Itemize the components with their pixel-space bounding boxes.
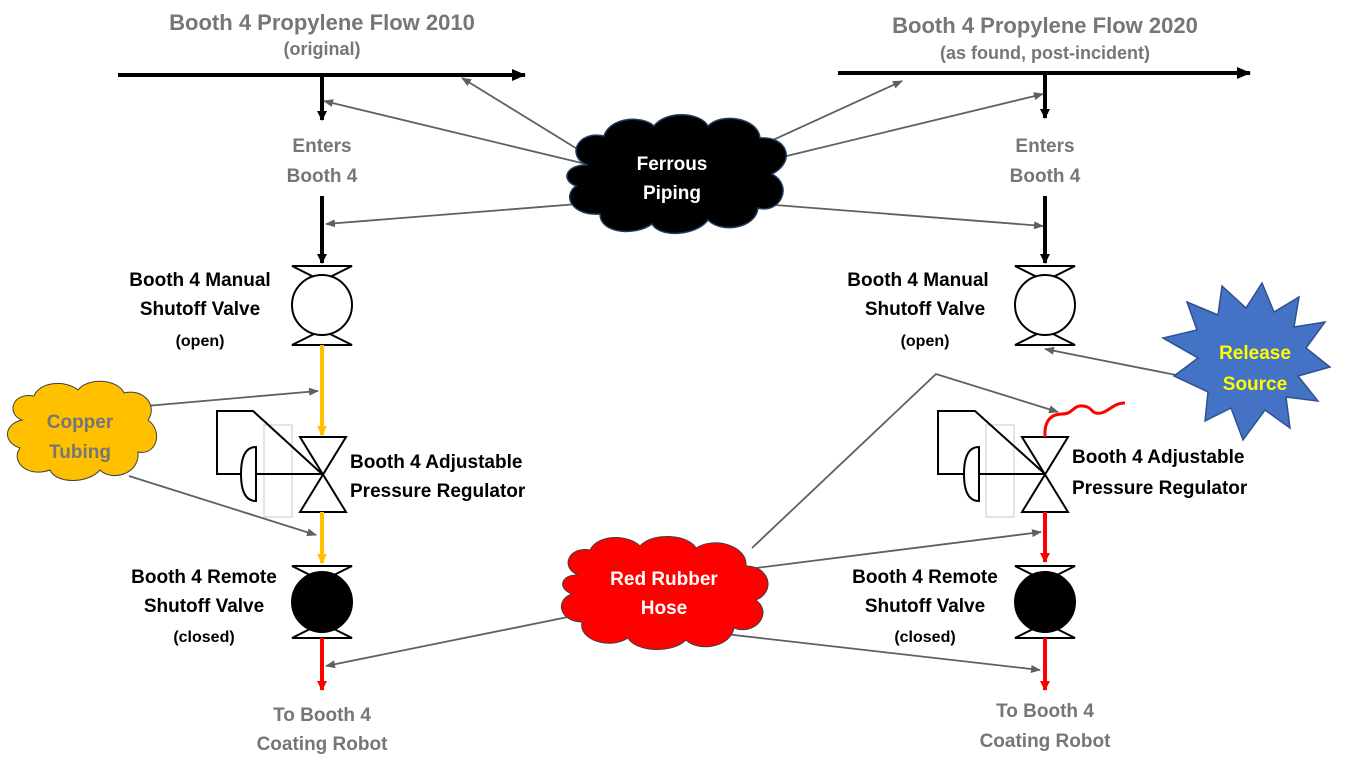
copper-tubing-cloud: Copper Tubing	[7, 380, 158, 481]
right-remote-valve-state: (closed)	[894, 629, 955, 646]
left-manual-valve-state: (open)	[176, 333, 225, 350]
right-regulator-symbol	[937, 410, 1070, 518]
left-remote-valve-label-1: Booth 4 Remote	[131, 567, 277, 588]
left-remote-valve-label-2: Shutoff Valve	[144, 596, 264, 617]
release-source-label-1: Release	[1219, 343, 1291, 364]
right-to-robot-label-1: To Booth 4	[996, 701, 1094, 722]
release-source-label-2: Source	[1223, 374, 1287, 395]
right-title: Booth 4 Propylene Flow 2020	[892, 13, 1198, 38]
left-remote-valve-symbol	[291, 565, 353, 639]
left-to-robot-label-1: To Booth 4	[273, 705, 371, 726]
left-manual-valve-label-2: Shutoff Valve	[140, 299, 260, 320]
right-manual-valve-state: (open)	[901, 333, 950, 350]
right-manual-valve-symbol	[1014, 265, 1076, 346]
left-enters-label-2: Booth 4	[287, 166, 358, 187]
right-enters-label-1: Enters	[1015, 136, 1074, 157]
left-to-robot-label-2: Coating Robot	[257, 734, 389, 755]
left-regulator-label-1: Booth 4 Adjustable	[350, 452, 522, 473]
copper-tubing-label-2: Tubing	[49, 442, 111, 463]
right-manual-valve-label-2: Shutoff Valve	[865, 299, 985, 320]
left-remote-valve-state: (closed)	[173, 629, 234, 646]
right-remote-valve-label-2: Shutoff Valve	[865, 596, 985, 617]
ferrous-piping-label-1: Ferrous	[637, 154, 708, 175]
red-rubber-hose-cloud: Red Rubber Hose	[560, 535, 769, 651]
left-title: Booth 4 Propylene Flow 2010	[169, 10, 475, 35]
right-enters-label-2: Booth 4	[1010, 166, 1081, 187]
left-enters-label-1: Enters	[292, 136, 351, 157]
right-to-robot-label-2: Coating Robot	[980, 731, 1112, 752]
left-regulator-label-2: Pressure Regulator	[350, 481, 526, 502]
right-manual-valve-label-1: Booth 4 Manual	[847, 270, 988, 291]
left-subtitle: (original)	[284, 39, 361, 59]
release-source-starburst: Release Source	[1160, 281, 1332, 442]
right-regulator-label-2: Pressure Regulator	[1072, 478, 1248, 499]
left-regulator-symbol	[216, 410, 348, 518]
right-remote-valve-label-1: Booth 4 Remote	[852, 567, 998, 588]
copper-tubing-label-1: Copper	[47, 412, 114, 433]
left-manual-valve-label-1: Booth 4 Manual	[129, 270, 270, 291]
ferrous-piping-cloud: Ferrous Piping	[566, 114, 787, 235]
callout-connectors	[128, 77, 1177, 673]
red-rubber-hose-label-1: Red Rubber	[610, 569, 718, 590]
ferrous-piping-label-2: Piping	[643, 183, 701, 204]
right-regulator-label-1: Booth 4 Adjustable	[1072, 447, 1244, 468]
left-manual-valve-symbol	[291, 265, 353, 346]
right-remote-valve-symbol	[1014, 565, 1076, 639]
disconnected-hose	[1043, 401, 1126, 438]
red-rubber-hose-label-2: Hose	[641, 598, 687, 619]
right-subtitle: (as found, post-incident)	[940, 43, 1150, 63]
